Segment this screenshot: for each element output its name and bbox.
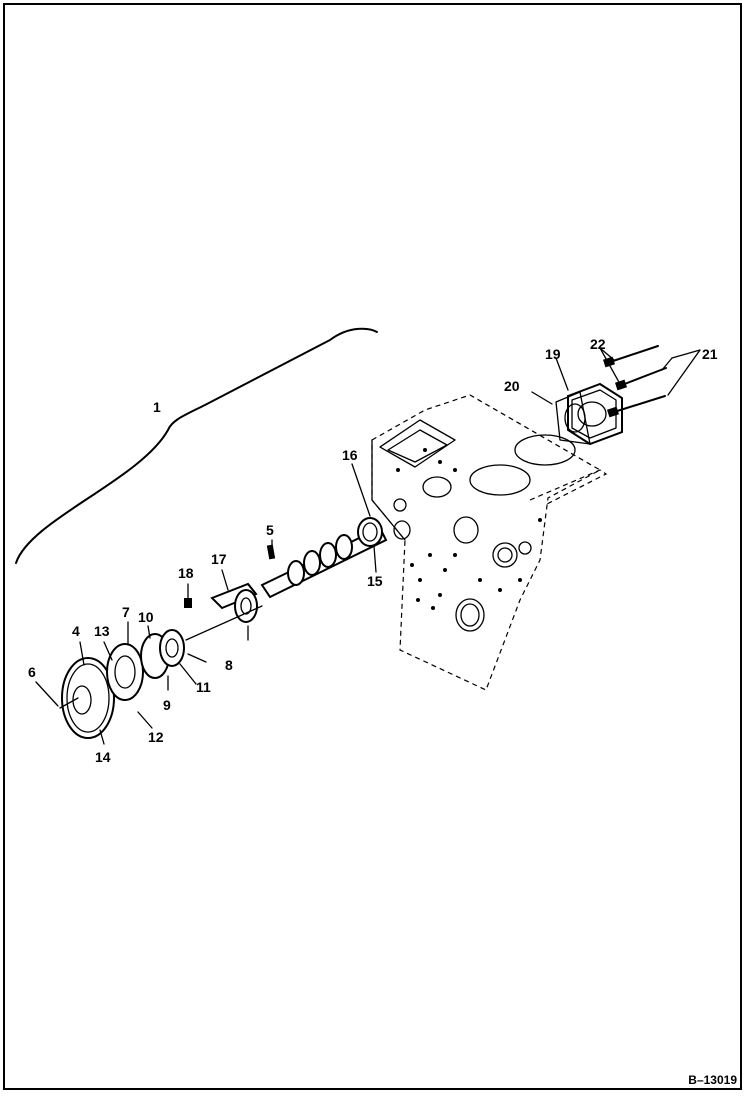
callout-21: 21 bbox=[702, 346, 718, 362]
group-bracket bbox=[15, 327, 378, 564]
callout-19: 19 bbox=[545, 346, 561, 362]
camshaft bbox=[260, 517, 388, 599]
callout-12: 12 bbox=[148, 729, 164, 745]
engine-block bbox=[371, 394, 608, 691]
callout-6: 6 bbox=[28, 664, 36, 680]
callout-11: 11 bbox=[196, 679, 211, 695]
callout-5: 5 bbox=[266, 522, 274, 538]
callout-16: 16 bbox=[342, 447, 358, 463]
callout-9: 9 bbox=[163, 697, 171, 713]
callout-22: 22 bbox=[590, 336, 606, 352]
callout-8: 8 bbox=[225, 657, 233, 673]
leader-lines bbox=[35, 347, 621, 745]
callout-18: 18 bbox=[178, 565, 194, 581]
page-border bbox=[3, 3, 742, 1090]
figure-reference: B–13019 bbox=[688, 1073, 737, 1087]
cam-gear-assembly bbox=[59, 605, 263, 739]
bolts bbox=[603, 345, 701, 418]
thrust-plate bbox=[184, 544, 276, 623]
callout-15: 15 bbox=[367, 573, 383, 589]
callouts: 1 4 5 6 7 8 9 10 11 12 13 14 15 16 17 18… bbox=[28, 336, 718, 765]
callout-13: 13 bbox=[94, 623, 110, 639]
callout-7: 7 bbox=[122, 604, 130, 620]
callout-17: 17 bbox=[211, 551, 227, 567]
callout-14: 14 bbox=[95, 749, 111, 765]
pump-housing bbox=[555, 382, 623, 446]
callout-4: 4 bbox=[72, 623, 80, 639]
callout-10: 10 bbox=[138, 609, 154, 625]
callout-20: 20 bbox=[504, 378, 520, 394]
callout-1: 1 bbox=[153, 399, 161, 415]
